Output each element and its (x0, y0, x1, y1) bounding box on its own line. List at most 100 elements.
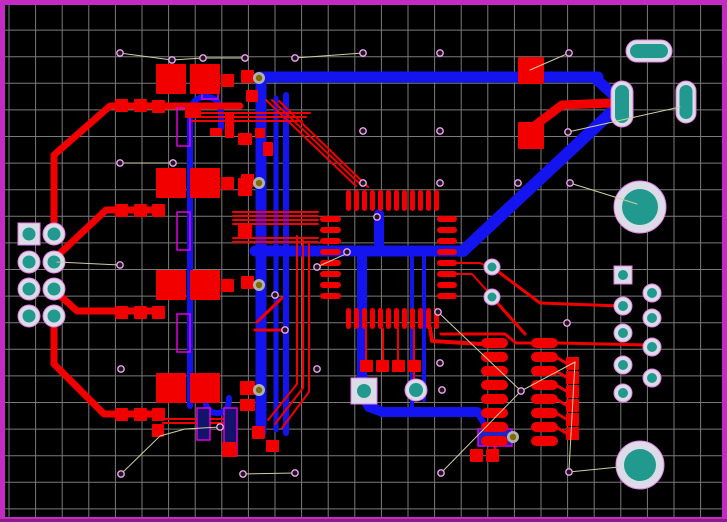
smd-pad[interactable] (481, 366, 508, 376)
ratsnest-node[interactable] (514, 179, 522, 187)
smd-pad[interactable] (386, 190, 391, 211)
smd-pad[interactable] (152, 100, 165, 113)
smd-pad[interactable] (518, 122, 544, 149)
smd-pad[interactable] (531, 352, 558, 362)
smd-pad[interactable] (410, 190, 415, 211)
smd-pad[interactable] (246, 90, 258, 102)
smd-pad[interactable] (225, 112, 234, 138)
smd-pad[interactable] (152, 408, 165, 421)
copper-trace-top[interactable] (271, 99, 363, 187)
smd-pad[interactable] (156, 270, 186, 300)
smd-pad[interactable] (152, 424, 164, 437)
smd-pad[interactable] (152, 306, 165, 319)
copper-trace-top[interactable] (50, 102, 244, 235)
copper-trace-top[interactable] (255, 296, 284, 324)
ratsnest-node[interactable] (313, 365, 321, 373)
smd-pad[interactable] (378, 190, 383, 211)
smd-pad[interactable] (354, 308, 359, 329)
smd-pad[interactable] (241, 276, 254, 289)
smd-pad[interactable] (531, 380, 558, 390)
smd-pad[interactable] (418, 190, 423, 211)
copper-trace-top[interactable] (265, 99, 357, 187)
component-highlight-rect[interactable] (196, 407, 211, 441)
smd-pad[interactable] (370, 190, 375, 211)
smd-pad[interactable] (426, 308, 431, 329)
ratsnest-node[interactable] (216, 423, 224, 431)
ratsnest-node[interactable] (116, 49, 124, 57)
ratsnest-node[interactable] (281, 326, 289, 334)
ratsnest-node[interactable] (438, 386, 446, 394)
smd-pad[interactable] (437, 293, 457, 299)
smd-pad[interactable] (346, 308, 351, 329)
smd-pad[interactable] (320, 260, 341, 266)
smd-pad[interactable] (394, 308, 399, 329)
smd-pad[interactable] (156, 168, 186, 198)
smd-pad[interactable] (386, 308, 391, 329)
ratsnest-node[interactable] (563, 319, 571, 327)
smd-pad[interactable] (240, 399, 255, 411)
ratsnest-node[interactable] (436, 359, 444, 367)
ratsnest-node[interactable] (199, 54, 207, 62)
component-highlight-rect[interactable] (176, 107, 191, 147)
ratsnest-node[interactable] (436, 127, 444, 135)
ratsnest-node[interactable] (437, 469, 445, 477)
smd-pad[interactable] (190, 168, 220, 198)
smd-pad[interactable] (566, 413, 579, 426)
ratsnest-node[interactable] (313, 263, 321, 271)
smd-pad[interactable] (320, 293, 341, 299)
copper-trace-top[interactable] (281, 243, 310, 429)
ratsnest-node[interactable] (271, 291, 279, 299)
smd-pad[interactable] (481, 422, 508, 432)
ratsnest-node[interactable] (116, 261, 124, 269)
smd-pad[interactable] (134, 204, 147, 217)
ratsnest-node[interactable] (373, 213, 381, 221)
copper-trace-top[interactable] (528, 98, 617, 132)
smd-pad[interactable] (255, 128, 265, 138)
ratsnest-node[interactable] (291, 54, 299, 62)
ratsnest-node[interactable] (116, 159, 124, 167)
smd-pad[interactable] (238, 178, 252, 196)
smd-pad[interactable] (481, 338, 508, 348)
smd-pad[interactable] (531, 338, 558, 348)
smd-pad[interactable] (402, 190, 407, 211)
smd-pad[interactable] (320, 282, 341, 288)
smd-pad[interactable] (481, 380, 508, 390)
ratsnest-node[interactable] (564, 128, 572, 136)
ratsnest-node[interactable] (517, 387, 525, 395)
smd-pad[interactable] (437, 249, 457, 255)
smd-pad[interactable] (531, 366, 558, 376)
smd-pad[interactable] (320, 227, 341, 233)
smd-pad[interactable] (190, 373, 220, 403)
smd-pad[interactable] (190, 270, 220, 300)
smd-pad[interactable] (115, 408, 128, 421)
smd-pad[interactable] (437, 282, 457, 288)
smd-pad[interactable] (531, 394, 558, 404)
smd-pad[interactable] (418, 308, 423, 329)
ratsnest-node[interactable] (241, 54, 249, 62)
smd-pad[interactable] (518, 57, 544, 84)
smd-pad[interactable] (238, 133, 252, 145)
smd-pad[interactable] (221, 177, 234, 190)
smd-pad[interactable] (437, 227, 457, 233)
ratsnest-node[interactable] (291, 469, 299, 477)
smd-pad[interactable] (115, 204, 128, 217)
ratsnest-node[interactable] (359, 127, 367, 135)
smd-pad[interactable] (222, 442, 237, 457)
smd-pad[interactable] (320, 238, 341, 244)
component-highlight-rect[interactable] (176, 313, 191, 353)
ratsnest-node[interactable] (359, 179, 367, 187)
copper-trace-bottom[interactable] (357, 246, 482, 417)
smd-pad[interactable] (241, 70, 254, 83)
smd-pad[interactable] (134, 408, 147, 421)
copper-trace-bottom[interactable] (202, 393, 232, 417)
smd-pad[interactable] (408, 360, 421, 372)
smd-pad[interactable] (566, 385, 579, 398)
smd-pad[interactable] (185, 106, 201, 118)
ratsnest-node[interactable] (565, 468, 573, 476)
smd-pad[interactable] (190, 64, 220, 94)
ratsnest-node[interactable] (359, 49, 367, 57)
smd-pad[interactable] (320, 216, 341, 222)
copper-trace-top[interactable] (50, 309, 164, 418)
